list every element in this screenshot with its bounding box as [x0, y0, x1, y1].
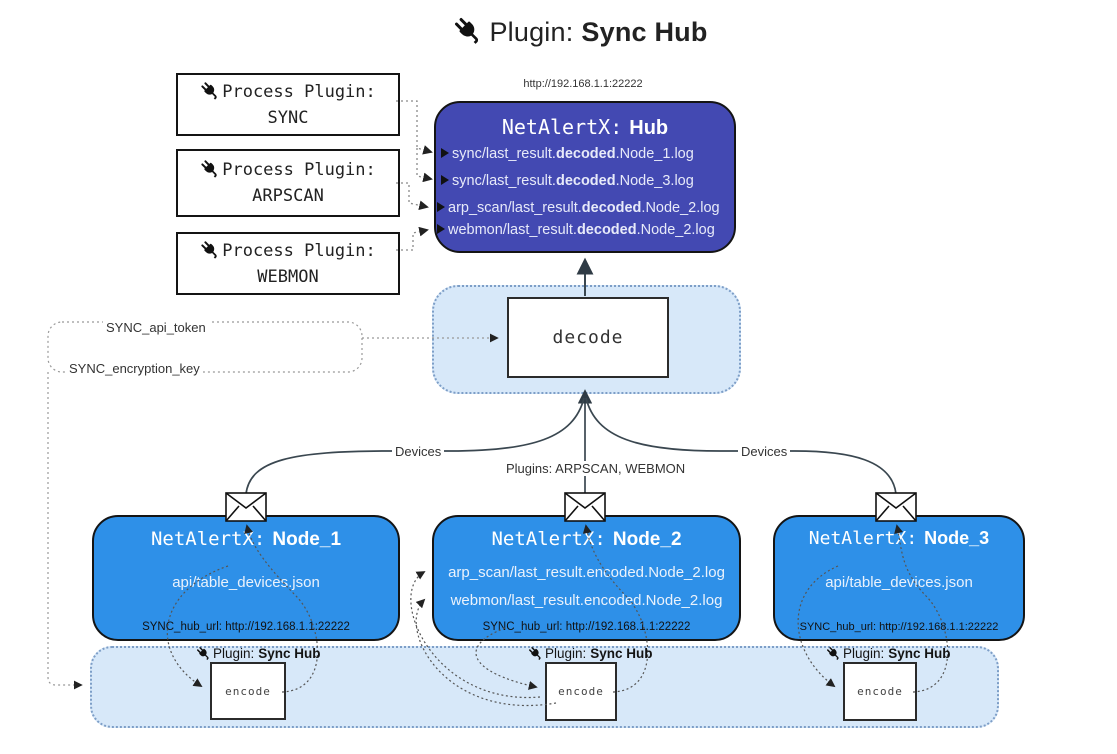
node-files: api/table_devices.json — [779, 569, 1019, 597]
process-plugin-name: SYNC — [267, 107, 309, 128]
plug-icon — [200, 240, 220, 260]
process-plugin-box-webmon: Process Plugin: WEBMON — [176, 232, 400, 295]
label-sync-api-token: SYNC_api_token — [103, 320, 209, 335]
hub-url: http://192.168.1.1:22222 — [523, 78, 643, 90]
arrow-right-icon — [437, 202, 445, 212]
node-box-node-1: NetAlertX:Node_1 api/table_devices.json … — [92, 515, 400, 641]
node-file: api/table_devices.json — [172, 574, 320, 591]
plug-icon — [200, 81, 220, 101]
hub-box: NetAlertX: Hub sync/last_result.decoded.N… — [434, 101, 736, 253]
arrow-right-icon — [441, 148, 449, 158]
process-plugin-label: Process Plugin: — [222, 81, 376, 102]
process-to-hub-connectors — [396, 100, 433, 251]
encode-box: encode — [545, 662, 617, 721]
process-plugin-box-sync: Process Plugin: SYNC — [176, 73, 400, 136]
process-plugin-label: Process Plugin: — [222, 160, 376, 180]
node-files: arp_scan/last_result.encoded.Node_2.log … — [438, 559, 735, 615]
label-sync-encryption-key: SYNC_encryption_key — [66, 361, 203, 376]
node-title: NetAlertX:Node_2 — [491, 528, 682, 550]
process-plugin-name: WEBMON — [257, 266, 319, 287]
hub-title-prefix: NetAlertX: — [501, 115, 623, 139]
plug-icon — [528, 646, 543, 661]
decode-box: decode — [507, 297, 669, 378]
node-file: api/table_devices.json — [825, 574, 973, 591]
plug-icon — [826, 646, 841, 661]
plug-icon — [453, 16, 483, 46]
hub-title-name: Hub — [629, 117, 669, 139]
plug-icon — [196, 646, 211, 661]
process-plugin-label: Process Plugin: — [222, 240, 376, 261]
encoder-label: Plugin:Sync Hub — [196, 646, 321, 661]
hub-log-line: arp_scan/last_result.decoded.Node_2.log — [437, 200, 720, 216]
encoder-label: Plugin:Sync Hub — [826, 646, 951, 661]
plug-icon — [200, 159, 220, 179]
page-title-prefix: Plugin: — [489, 17, 574, 47]
edge-label-plugins: Plugins: ARPSCAN, WEBMON — [503, 461, 689, 476]
edge-label-devices-right: Devices — [738, 444, 791, 459]
node-file: webmon/last_result.encoded.Node_2.log — [450, 592, 723, 609]
encode-box: encode — [210, 662, 286, 720]
arrow-right-icon — [437, 224, 445, 234]
node-title: NetAlertX:Node_3 — [808, 528, 990, 549]
node-hub-url: SYNC_hub_url: http://192.168.1.1:22222 — [142, 621, 350, 633]
hub-log-line: sync/last_result.decoded.Node_3.log — [441, 173, 694, 189]
node-box-node-2: NetAlertX:Node_2 arp_scan/last_result.en… — [432, 515, 741, 641]
process-plugin-name: ARPSCAN — [252, 186, 324, 206]
node-box-node-3: NetAlertX:Node_3 api/table_devices.json … — [773, 515, 1025, 641]
node-files: api/table_devices.json — [98, 569, 394, 597]
page-title: Plugin:Sync Hub — [22, 16, 1117, 48]
encode-box: encode — [843, 662, 917, 721]
encoder-label: Plugin:Sync Hub — [528, 646, 653, 661]
page-title-name: Sync Hub — [581, 17, 708, 47]
node-title: NetAlertX:Node_1 — [150, 528, 342, 550]
node-file: arp_scan/last_result.encoded.Node_2.log — [448, 564, 725, 581]
node-hub-url: SYNC_hub_url: http://192.168.1.1:22222 — [799, 621, 999, 633]
hub-log-line: webmon/last_result.decoded.Node_2.log — [437, 222, 715, 238]
node-to-decode-curves — [245, 389, 897, 497]
process-plugin-box-arpscan: Process Plugin: ARPSCAN — [176, 149, 400, 217]
node-hub-url: SYNC_hub_url: http://192.168.1.1:22222 — [482, 621, 691, 633]
arrow-right-icon — [441, 175, 449, 185]
edge-label-devices-left: Devices — [392, 444, 445, 459]
hub-title: NetAlertX: Hub — [436, 115, 734, 140]
hub-log-line: sync/last_result.decoded.Node_1.log — [441, 146, 694, 162]
